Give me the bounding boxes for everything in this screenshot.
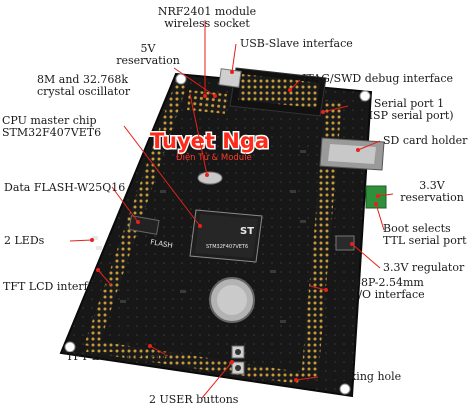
usb-connector [218, 68, 242, 88]
mount-hole-bl [64, 341, 76, 353]
label-serial-port: Serial port 1(ISP serial port) [364, 97, 454, 122]
left-header-pins [84, 80, 188, 348]
mount-hole-br [339, 383, 351, 395]
bottom-header-pins [86, 340, 300, 384]
led-2 [96, 246, 102, 250]
label-data-flash: Data FLASH-W25Q16 [4, 181, 126, 194]
label-usb-slave: USB-Slave interface [240, 37, 353, 50]
logo-text: Tuyet Nga [150, 129, 269, 153]
right-header-pins [301, 100, 342, 380]
label-tft-lcd-1: TFT LCD interface [3, 280, 107, 293]
flash-silk-text: FLASH [150, 238, 174, 250]
crystal [197, 171, 223, 185]
label-leds: 2 LEDs [4, 234, 45, 247]
green-terminal [365, 185, 387, 209]
regulator [335, 235, 355, 251]
label-m3-hole: M3 fixing hole [321, 370, 402, 383]
logo-tagline: Điện Tử & Module [176, 152, 252, 163]
led-1 [92, 236, 98, 240]
annotation-lines [69, 20, 394, 399]
label-tft-lcd-2: TFT LCD interface [66, 350, 170, 363]
chip-st-logo: ST [240, 226, 254, 237]
chip-part-text: STM32F407VET6 [206, 244, 248, 250]
label-regulator: 3.3V regulator [383, 261, 465, 274]
label-sd-card: SD card holder [383, 134, 468, 147]
label-user-buttons: 2 USER buttons [149, 393, 239, 406]
mount-hole-tl [175, 73, 187, 85]
label-jtag: JTAG/SWD debug interface [302, 72, 454, 85]
mount-hole-tr [359, 90, 371, 102]
